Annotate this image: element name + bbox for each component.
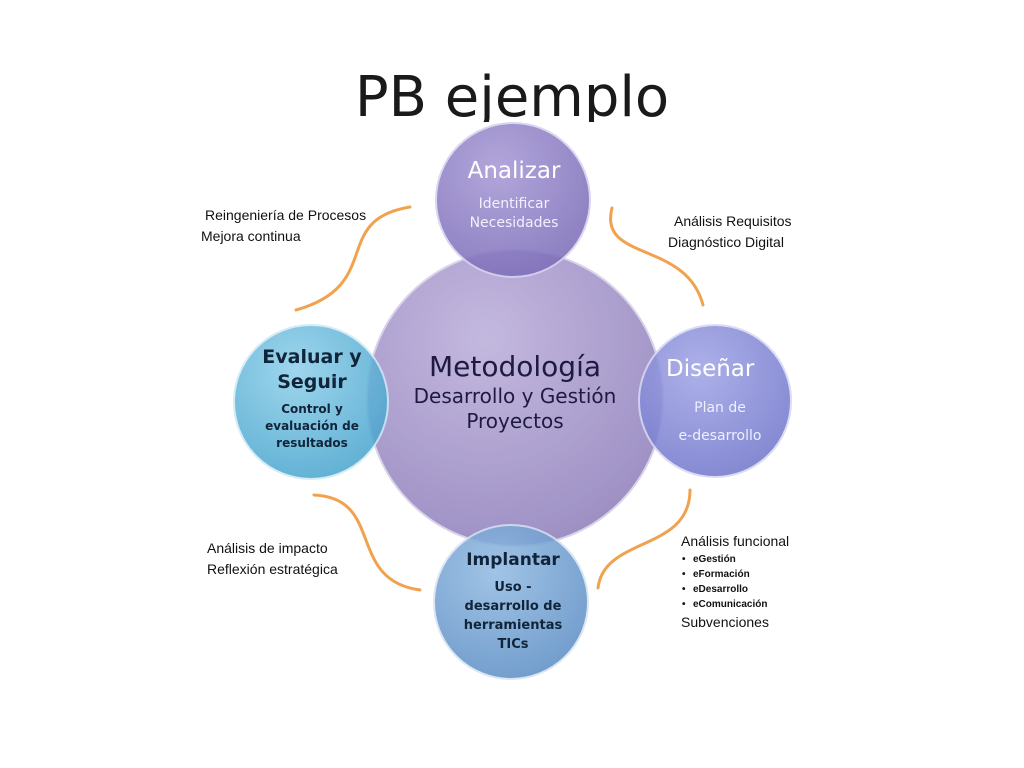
evaluar-node-line1: Control y <box>281 402 343 416</box>
connector-arcs <box>294 205 705 592</box>
note-top-right: Análisis Requisitos Diagnóstico Digital <box>668 211 792 253</box>
center-node-line2: Proyectos <box>466 409 564 433</box>
note-bottom-left-line1: Análisis de impacto <box>207 540 328 556</box>
evaluar-node-line3: resultados <box>276 436 348 450</box>
list-item: eComunicación <box>681 597 789 612</box>
disenar-node-line2: e-desarrollo <box>678 428 762 444</box>
note-top-left-line2: Mejora continua <box>201 228 301 244</box>
implantar-node-title: Implantar <box>466 550 560 570</box>
note-bottom-right-list: eGestión eFormación eDesarrollo eComunic… <box>681 552 789 612</box>
analizar-node-line1: Identificar <box>478 196 550 212</box>
implantar-node-line2: desarrollo de <box>464 599 562 614</box>
note-top-left-line1: Reingeniería de Procesos <box>205 207 367 223</box>
implantar-node-line4: TICs <box>497 637 529 652</box>
implantar-node-line1: Uso - <box>494 580 532 595</box>
disenar-node: Diseñar Plan de e-desarrollo <box>650 352 790 446</box>
note-bottom-right: Análisis funcional eGestión eFormación e… <box>681 531 789 633</box>
bottom-circle <box>433 524 589 680</box>
note-bottom-left-line2: Reflexión estratégica <box>207 561 338 577</box>
evaluar-node-line2: evaluación de <box>265 419 359 433</box>
connector-arc-bottom-left <box>312 493 422 592</box>
center-node: Metodología Desarrollo y Gestión Proyect… <box>385 350 645 434</box>
evaluar-node-title-line2: Seguir <box>277 371 347 393</box>
list-item: eFormación <box>681 567 789 582</box>
evaluar-node: Evaluar y Seguir Control y evaluación de… <box>238 345 386 452</box>
note-bottom-right-heading: Análisis funcional <box>681 533 790 549</box>
list-item: eGestión <box>681 552 789 567</box>
analizar-node-title: Analizar <box>467 158 561 184</box>
implantar-node: Implantar Uso - desarrollo de herramient… <box>438 548 588 654</box>
disenar-node-line1: Plan de <box>694 400 746 416</box>
connector-arc-top-left <box>294 205 412 312</box>
top-circle <box>435 122 591 278</box>
left-circle <box>233 324 389 480</box>
connector-arc-top-right <box>609 206 705 307</box>
note-bottom-right-footer: Subvenciones <box>681 614 769 630</box>
note-top-right-line2: Diagnóstico Digital <box>668 234 784 250</box>
note-top-right-line1: Análisis Requisitos <box>674 213 792 229</box>
list-item: eDesarrollo <box>681 582 789 597</box>
analizar-node: Analizar Identificar Necesidades <box>440 153 588 233</box>
disenar-node-title: Diseñar <box>666 356 755 382</box>
implantar-node-line3: herramientas <box>463 618 563 633</box>
evaluar-node-title-line1: Evaluar y <box>262 346 362 368</box>
center-node-title: Metodología <box>428 350 602 383</box>
page-title: PB ejemplo <box>354 65 670 122</box>
connector-arc-bottom-right <box>596 488 692 590</box>
right-circle <box>638 324 792 478</box>
note-bottom-left: Análisis de impacto Reflexión estratégic… <box>207 538 338 580</box>
note-top-left: Reingeniería de Procesos Mejora continua <box>201 205 366 247</box>
center-node-line1: Desarrollo y Gestión <box>413 384 617 408</box>
analizar-node-line2: Necesidades <box>469 215 559 231</box>
